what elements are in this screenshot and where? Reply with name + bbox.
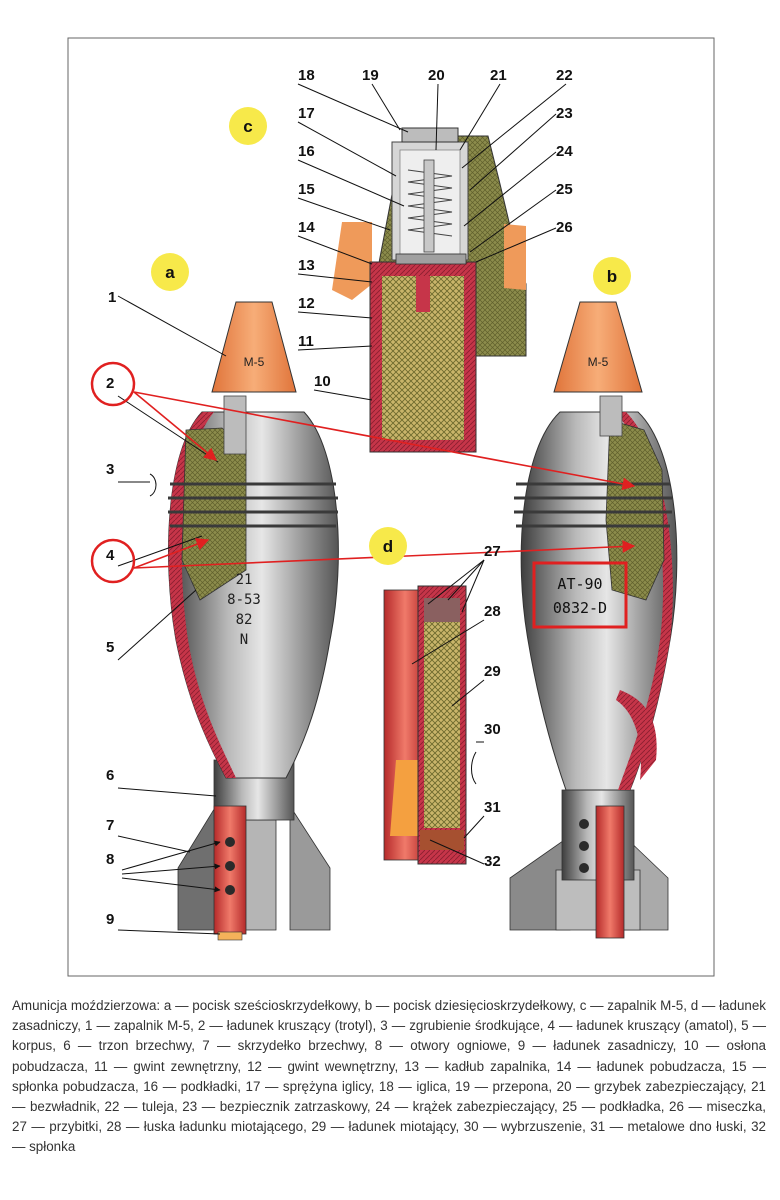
callout-10: 10: [314, 373, 331, 390]
panel-c-badge: [229, 107, 267, 145]
callout-12: 12: [298, 295, 315, 312]
caption-text: Amunicja moździerzowa: a — pocisk sześci…: [12, 998, 766, 1155]
callout-30: 30: [484, 721, 501, 738]
shell-a-stamp: 21 8-53 82 N: [227, 572, 261, 648]
callout-26: 26: [556, 219, 573, 236]
shell-a: [168, 301, 339, 941]
callout-11: 11: [298, 333, 314, 350]
panel-d-letter: d: [383, 537, 393, 556]
callout-25: 25: [556, 181, 573, 198]
callout-19: 19: [362, 67, 379, 84]
panel-c-letter: c: [243, 117, 252, 136]
fuze-section: [332, 127, 527, 453]
stamp-a-line-1: 21: [236, 572, 253, 588]
callout-22: 22: [556, 67, 573, 84]
callout-4: 4: [106, 547, 115, 564]
callout-7: 7: [106, 817, 114, 834]
callout-24: 24: [556, 143, 573, 160]
callout-8: 8: [106, 851, 114, 868]
callout-29: 29: [484, 663, 501, 680]
panel-b-letter: b: [607, 267, 617, 286]
callout-28: 28: [484, 603, 501, 620]
panel-a-letter: a: [165, 263, 175, 282]
shell-a-callouts: 1 2 3 4 5 6 7 8 9: [106, 289, 227, 935]
propellant-charge: [383, 585, 467, 865]
charge-callouts: 27 28 29 30 31 32: [411, 543, 501, 870]
shell-b: [509, 301, 678, 939]
highlight-circle-4: [90, 538, 136, 584]
fuze-callouts-right: 19 20 21 22 23 24 25 26: [362, 67, 573, 263]
panel-d-badge: [369, 527, 407, 565]
stamp-b-line-1: AT-90: [557, 575, 602, 593]
shell-a-fuze-label: M-5: [244, 355, 265, 369]
callout-20: 20: [428, 67, 445, 84]
callout-32: 32: [484, 853, 501, 870]
callout-1: 1: [108, 289, 116, 306]
stamp-a-line-4: N: [240, 632, 248, 648]
callout-6: 6: [106, 767, 114, 784]
callout-27: 27: [484, 543, 501, 560]
stamp-b-line-2: 0832-D: [553, 599, 607, 617]
stamp-a-line-3: 82: [236, 612, 253, 628]
callout-21: 21: [490, 67, 507, 84]
callout-5: 5: [106, 639, 114, 656]
shell-b-fuze-label: M-5: [588, 355, 609, 369]
callout-15: 15: [298, 181, 315, 198]
callout-3: 3: [106, 461, 114, 478]
callout-14: 14: [298, 219, 315, 236]
callout-31: 31: [484, 799, 501, 816]
callout-9: 9: [106, 911, 114, 928]
shell-b-stamp-highlight: [532, 561, 628, 629]
fuze-callouts-left: 18 17 16 15 14 13 12 11 10: [297, 67, 409, 401]
callout-18: 18: [298, 67, 315, 84]
ammunition-figure: c 18 17 16 15 14 13 12 11 10 19 20 21 22…: [67, 37, 715, 977]
callout-16: 16: [298, 143, 315, 160]
callout-23: 23: [556, 105, 573, 122]
panel-b-badge: [593, 257, 631, 295]
callout-2: 2: [106, 375, 114, 392]
highlight-circle-2: [90, 361, 136, 407]
stamp-a-line-2: 8-53: [227, 592, 261, 608]
figure-caption: Amunicja moździerzowa: a — pocisk sześci…: [12, 996, 766, 1158]
callout-13: 13: [298, 257, 315, 274]
panel-a-badge: [151, 253, 189, 291]
callout-17: 17: [298, 105, 315, 122]
